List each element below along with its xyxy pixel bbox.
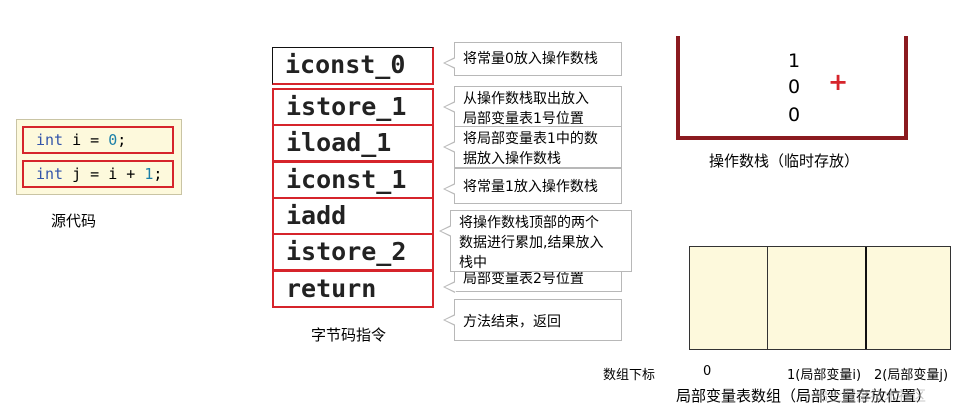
source-caption: 源代码 — [51, 212, 97, 230]
code-text: ; — [117, 131, 127, 149]
bytecode-istore-1: istore_1 — [272, 88, 434, 126]
note-text: 从操作数栈取出放入 — [463, 91, 589, 107]
index-2: 2(局部变量j) — [874, 368, 949, 383]
local-table-caption: 局部变量表数组（局部变量存放位置） — [676, 387, 932, 405]
bytecode-iconst-1: iconst_1 — [272, 161, 434, 199]
note-text: 局部变量表1号位置 — [463, 111, 584, 127]
index-1: 1(局部变量i) — [787, 368, 862, 383]
note-iadd: 将操作数栈顶部的两个 数据进行累加,结果放入 栈中 — [439, 210, 632, 272]
local-slot-1 — [767, 247, 866, 349]
stack-caption: 操作数栈（临时存放） — [709, 152, 860, 170]
code-keyword: int — [36, 165, 64, 183]
code-keyword: int — [36, 131, 64, 149]
bytecode-iconst-0: iconst_0 — [272, 47, 434, 85]
index-0: 0 — [703, 364, 712, 379]
stack-value-top: 1 — [788, 50, 801, 72]
note-text: 方法结束，返回 — [463, 314, 561, 330]
note-iconst-0: 将常量0放入操作数栈 — [443, 42, 622, 76]
bytecode-return: return — [272, 270, 434, 308]
stack-value-middle: 0 — [788, 76, 801, 98]
local-slot-0 — [690, 247, 768, 349]
bytecode-iload-1: iload_1 — [272, 124, 434, 162]
note-text: 将局部变量表1中的数 — [463, 131, 598, 147]
note-text: 将常量0放入操作数栈 — [463, 51, 598, 67]
note-text: 将常量1放入操作数栈 — [463, 179, 598, 195]
note-text: 将操作数栈顶部的两个 — [459, 215, 599, 231]
index-label: 数组下标 — [603, 368, 656, 383]
bytecode-caption: 字节码指令 — [311, 326, 387, 344]
bytecode-istore-2: istore_2 — [272, 233, 434, 271]
plus-icon: + — [828, 68, 849, 96]
operand-stack: 1 0 0 + — [676, 36, 908, 140]
note-text: 据放入操作数栈 — [463, 151, 561, 167]
note-iload-1: 将局部变量表1中的数 据放入操作数栈 — [443, 126, 622, 168]
source-code-panel: int i = 0; int j = i + 1; — [16, 119, 182, 195]
note-return: 方法结束，返回 — [443, 299, 622, 341]
code-line-1: int i = 0; — [22, 126, 174, 154]
note-istore-1: 从操作数栈取出放入 局部变量表1号位置 — [443, 86, 622, 128]
local-slot-divider — [865, 247, 867, 349]
code-text: j = i + — [63, 165, 145, 183]
stack-value-bottom: 0 — [788, 104, 801, 126]
code-text: ; — [153, 165, 163, 183]
code-number: 1 — [144, 165, 154, 183]
bytecode-iadd: iadd — [272, 197, 434, 235]
code-line-2: int j = i + 1; — [22, 160, 174, 188]
local-variable-table — [689, 246, 951, 350]
note-text: 数据进行累加,结果放入 — [459, 235, 604, 251]
code-number: 0 — [108, 131, 118, 149]
code-text: i = — [63, 131, 109, 149]
note-text: 局部变量表2号位置 — [463, 271, 584, 287]
watermark: 稀土掘金技术社区 — [814, 389, 926, 405]
note-iconst-1: 将常量1放入操作数栈 — [443, 168, 622, 204]
note-text: 栈中 — [459, 255, 487, 271]
